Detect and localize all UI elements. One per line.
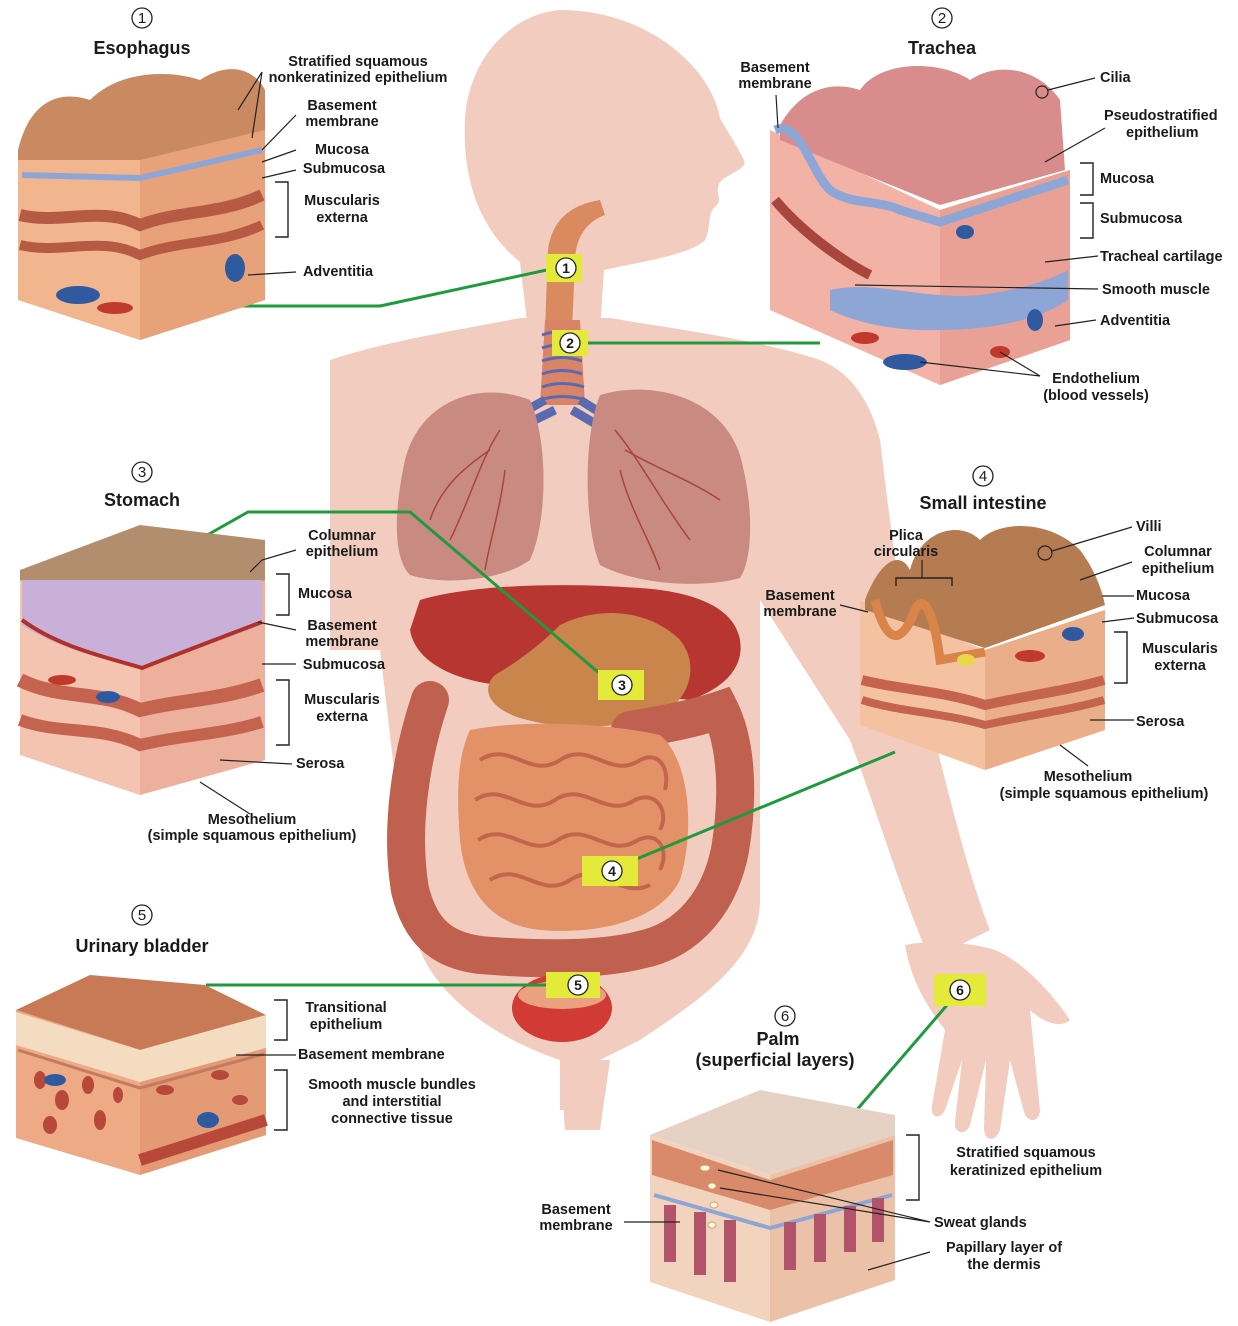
bladder-title: Urinary bladder [75, 936, 208, 956]
trachea-title: Trachea [908, 38, 977, 58]
trachea-block [770, 66, 1070, 385]
palm-label-basement-1: Basement [541, 1202, 610, 1218]
svg-text:2: 2 [566, 335, 574, 351]
trachea-label-basement-1: Basement [740, 60, 809, 76]
esophagus-label-submucosa: Submucosa [303, 161, 386, 177]
small-intestine-label-mesothelium-2: (simple squamous epithelium) [1000, 786, 1209, 802]
stomach-label-basement-2: membrane [305, 634, 378, 650]
palm-label-basement-2: membrane [539, 1218, 612, 1234]
esophagus-label-mucosa: Mucosa [315, 142, 370, 158]
small-intestine-label-villi: Villi [1136, 519, 1162, 535]
bladder-number: 5 [138, 907, 146, 924]
svg-text:3: 3 [618, 677, 626, 693]
small-intestine-label-plica-1: Plica [889, 528, 924, 544]
esophagus-label-basement-1: Basement [307, 98, 376, 114]
small-intestine-label-mesothelium-1: Mesothelium [1044, 769, 1133, 785]
small-intestine-title: Small intestine [919, 493, 1046, 513]
trachea-label-basement-2: membrane [738, 76, 811, 92]
stomach-label-columnar-1: Columnar [308, 528, 376, 544]
trachea-label-endothelium-2: (blood vessels) [1043, 388, 1149, 404]
bladder-label-transitional-2: epithelium [310, 1017, 383, 1033]
small-intestine-label-columnar-1: Columnar [1144, 544, 1212, 560]
small-intestine-label-muscularis-2: externa [1154, 658, 1207, 674]
marker-3[interactable]: 3 [598, 670, 644, 700]
esophagus-label-muscularis-2: externa [316, 210, 369, 226]
esophagus-label-muscularis-1: Muscularis [304, 193, 380, 209]
stomach-label-muscularis-1: Muscularis [304, 692, 380, 708]
esophagus-number: 1 [138, 10, 146, 27]
trachea-number: 2 [938, 10, 946, 27]
bladder-label-smooth-1: Smooth muscle bundles [308, 1077, 476, 1093]
stomach-label-mesothelium-1: Mesothelium [208, 812, 297, 828]
bladder-label-transitional-1: Transitional [305, 1000, 386, 1016]
svg-text:6: 6 [956, 982, 964, 998]
trachea-label-smooth-muscle: Smooth muscle [1102, 282, 1210, 298]
small-intestine-label-serosa: Serosa [1136, 714, 1185, 730]
stomach-label-serosa: Serosa [296, 756, 345, 772]
svg-text:1: 1 [562, 260, 570, 276]
small-intestine-label-basement-1: Basement [765, 588, 834, 604]
trachea-label-pseudostratified: Pseudostratified [1104, 108, 1218, 124]
stomach-label-columnar-2: epithelium [306, 544, 379, 560]
palm-label-papillary-1: Papillary layer of [946, 1240, 1062, 1256]
palm-label-papillary-2: the dermis [967, 1257, 1040, 1273]
marker-5[interactable]: 5 [546, 972, 600, 998]
trachea-label-submucosa: Submucosa [1100, 211, 1183, 227]
marker-1[interactable]: 1 [546, 254, 582, 282]
esophagus-label-epithelium-1: Stratified squamous [288, 54, 427, 70]
hand [905, 942, 1070, 1138]
trachea-label-epithelium: epithelium [1126, 125, 1199, 141]
small-intestine-label-plica-2: circularis [874, 544, 939, 560]
bladder-label-basement: Basement membrane [298, 1047, 445, 1063]
palm-block [650, 1090, 895, 1322]
stomach-number: 3 [138, 464, 146, 481]
esophagus-label-epithelium-2: nonkeratinized epithelium [269, 70, 448, 86]
esophagus-title: Esophagus [93, 38, 190, 58]
lower-body [560, 1060, 610, 1130]
esophagus-block [18, 69, 265, 340]
small-intestine-label-columnar-2: epithelium [1142, 561, 1215, 577]
palm-label-epithelium-2: keratinized epithelium [950, 1163, 1102, 1179]
trachea-label-cartilage: Tracheal cartilage [1100, 249, 1223, 265]
esophagus-label-basement-2: membrane [305, 114, 378, 130]
esophagus-label-adventitia: Adventitia [303, 264, 374, 280]
head-neck [465, 10, 745, 330]
stomach-label-basement-1: Basement [307, 618, 376, 634]
small-intestine-block [860, 526, 1105, 770]
bladder-label-smooth-2: and interstitial [342, 1094, 441, 1110]
palm-number: 6 [781, 1008, 789, 1025]
stomach-label-submucosa: Submucosa [303, 657, 386, 673]
palm-subtitle: (superficial layers) [695, 1050, 854, 1070]
trachea-label-adventitia: Adventitia [1100, 313, 1171, 329]
palm-label-epithelium-1: Stratified squamous [956, 1145, 1095, 1161]
marker-4[interactable]: 4 [582, 856, 638, 886]
panel-trachea: 2 Trachea Basement me [738, 8, 1222, 404]
trachea-label-mucosa: Mucosa [1100, 171, 1155, 187]
svg-text:4: 4 [608, 863, 616, 879]
trachea-label-endothelium-1: Endothelium [1052, 371, 1140, 387]
bladder-block [16, 975, 266, 1175]
panel-esophagus: 1 Esophagus Stratified squamous nonkerat… [18, 8, 447, 340]
bladder-label-smooth-3: connective tissue [331, 1111, 453, 1127]
palm-label-sweat-glands: Sweat glands [934, 1215, 1027, 1231]
small-intestine-label-mucosa: Mucosa [1136, 588, 1191, 604]
panel-urinary-bladder: 5 Urinary bladder Transitional epitheliu… [16, 905, 476, 1175]
marker-6[interactable]: 6 [934, 974, 986, 1006]
stomach-label-mesothelium-2: (simple squamous epithelium) [148, 828, 357, 844]
trachea-label-cilia: Cilia [1100, 70, 1132, 86]
stomach-block [20, 525, 265, 795]
small-intestine-label-muscularis-1: Muscularis [1142, 641, 1218, 657]
svg-text:5: 5 [574, 977, 582, 993]
marker-2[interactable]: 2 [552, 330, 588, 356]
stomach-label-mucosa: Mucosa [298, 586, 353, 602]
palm-title: Palm [756, 1029, 799, 1049]
small-intestine-number: 4 [979, 468, 987, 485]
small-intestine-label-submucosa: Submucosa [1136, 611, 1219, 627]
stomach-title: Stomach [104, 490, 180, 510]
stomach-label-muscularis-2: externa [316, 709, 369, 725]
small-intestine-label-basement-2: membrane [763, 604, 836, 620]
